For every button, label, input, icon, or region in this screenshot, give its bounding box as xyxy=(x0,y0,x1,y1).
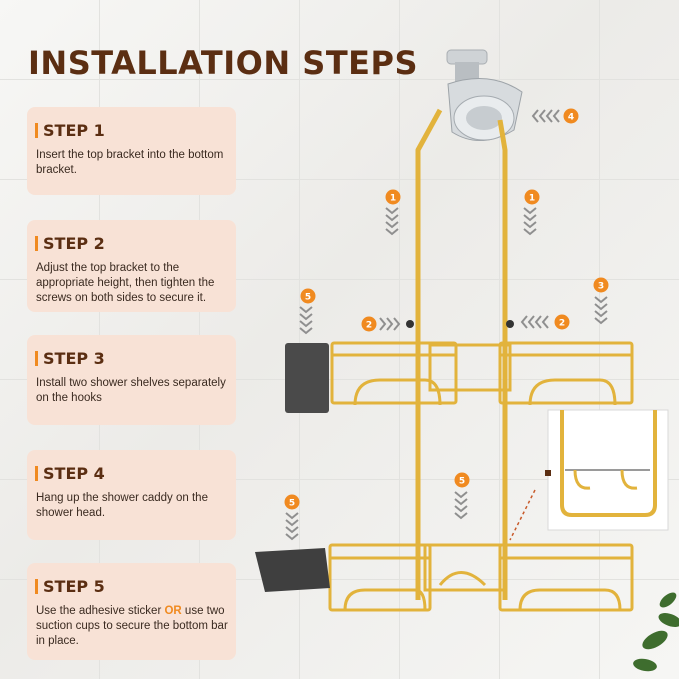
arrow-left-icon xyxy=(521,315,549,329)
accent-bar xyxy=(35,236,38,251)
step-card-5: STEP 5 Use the adhesive sticker OR use t… xyxy=(27,563,236,660)
step-card-4: STEP 4 Hang up the shower caddy on the s… xyxy=(27,450,236,540)
step-3-title: STEP 3 xyxy=(35,349,105,368)
razor-holder xyxy=(285,343,329,413)
accent-bar xyxy=(35,351,38,366)
marker-3: 3 xyxy=(598,282,604,292)
step-5-description: Use the adhesive sticker OR use two suct… xyxy=(36,605,228,647)
hook-detail-inset xyxy=(509,409,669,541)
step-card-3: STEP 3 Install two shower shelves separa… xyxy=(27,335,236,425)
marker-5-middle: 5 xyxy=(459,477,465,487)
step-3-description: Install two shower shelves separately on… xyxy=(36,377,226,404)
accent-bar xyxy=(35,123,38,138)
arrow-down-icon xyxy=(454,491,468,519)
step-4-description: Hang up the shower caddy on the shower h… xyxy=(36,492,208,519)
arrow-left-icon xyxy=(532,109,560,123)
arrow-right-icon xyxy=(379,317,400,331)
marker-4: 4 xyxy=(568,113,574,123)
marker-1-right: 1 xyxy=(529,194,535,204)
arrow-down-icon xyxy=(299,306,313,334)
step-card-2: STEP 2 Adjust the top bracket to the app… xyxy=(27,220,236,312)
caddy-frame xyxy=(415,108,508,600)
shower-head xyxy=(446,49,523,141)
screw-icon xyxy=(406,320,414,328)
arrow-down-icon xyxy=(523,207,537,235)
step-1-title: STEP 1 xyxy=(35,121,105,140)
arrow-down-icon xyxy=(594,296,608,324)
upper-shelf xyxy=(330,341,634,406)
marker-2-right: 2 xyxy=(559,319,565,329)
arrow-down-icon xyxy=(285,512,299,540)
plant-decoration xyxy=(633,592,679,672)
step-4-title: STEP 4 xyxy=(35,464,105,483)
soap-dish xyxy=(255,548,330,592)
screw-icon xyxy=(506,320,514,328)
marker-1-left: 1 xyxy=(390,194,396,204)
step-2-title: STEP 2 xyxy=(35,234,105,253)
arrow-down-icon xyxy=(385,207,399,235)
step-card-1: STEP 1 Insert the top bracket into the b… xyxy=(27,107,236,195)
page-title: INSTALLATION STEPS xyxy=(28,44,418,82)
step-2-description: Adjust the top bracket to the appropriat… xyxy=(36,262,215,304)
marker-5-top: 5 xyxy=(305,293,311,303)
marker-5-bottom: 5 xyxy=(289,499,295,509)
lower-shelf xyxy=(328,543,634,612)
accent-bar xyxy=(35,579,38,594)
step-1-description: Insert the top bracket into the bottom b… xyxy=(36,149,224,176)
or-emphasis: OR xyxy=(164,605,182,617)
accent-bar xyxy=(35,466,38,481)
marker-2-left: 2 xyxy=(366,321,372,331)
step-5-title: STEP 5 xyxy=(35,577,105,596)
